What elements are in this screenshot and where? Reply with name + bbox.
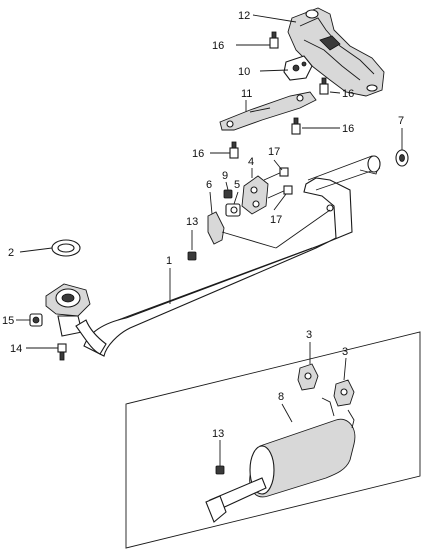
gasket: [51, 239, 81, 257]
hanger-plate: [219, 91, 317, 131]
exhaust-bracket: [283, 55, 313, 81]
callout-14: 14: [10, 343, 22, 355]
callout-labels: 12 16 10 16 11 16 7 16 17 4 9 5 6 17 13 …: [2, 10, 404, 440]
callout-13-lower: 13: [212, 428, 224, 440]
bolt-16-mid: [319, 77, 329, 95]
callout-3-left: 3: [306, 329, 312, 341]
bolt-16-left: [229, 141, 239, 159]
heat-shield: [287, 7, 385, 97]
callout-3-right: 3: [342, 346, 348, 358]
callout-2: 2: [8, 247, 14, 259]
rubber-mount: [241, 175, 269, 215]
callout-16-right: 16: [342, 123, 354, 135]
bolt-16-right: [291, 117, 301, 135]
callout-16-mid: 16: [342, 88, 354, 100]
callout-8: 8: [278, 391, 284, 403]
spacer: [225, 203, 241, 217]
callout-16-left: 16: [192, 148, 204, 160]
bolt-16-top: [269, 31, 279, 49]
nut-15: [29, 313, 43, 327]
exhaust-pipe: [83, 155, 381, 357]
stud-17-upper: [263, 167, 289, 181]
muffler: [205, 397, 356, 523]
callout-1: 1: [166, 255, 172, 267]
callout-9: 9: [222, 170, 228, 182]
hanger-6: [207, 211, 225, 245]
front-pipe-flange: [45, 283, 107, 355]
callout-17-lower: 17: [270, 214, 282, 226]
washer-7: [395, 149, 409, 167]
nut-13-upper: [187, 251, 197, 261]
muffler-box-outline: [125, 331, 421, 549]
callout-15: 15: [2, 315, 14, 327]
stud-17-lower: [267, 185, 293, 199]
callout-16-top: 16: [212, 40, 224, 52]
callout-5: 5: [234, 179, 240, 191]
callout-12: 12: [238, 10, 250, 22]
rubber-hanger-left: [297, 363, 319, 391]
leader-lines: [16, 14, 403, 466]
bolt-14: [57, 343, 67, 361]
callout-4: 4: [248, 156, 254, 168]
callout-11: 11: [241, 88, 252, 100]
callout-6: 6: [206, 179, 212, 191]
nut-13-lower: [215, 465, 225, 475]
callout-13-upper: 13: [186, 216, 198, 228]
nut-9: [223, 189, 233, 199]
callout-7: 7: [398, 115, 404, 127]
rubber-hanger-right: [333, 379, 355, 407]
callout-17-upper: 17: [268, 146, 280, 158]
callout-10: 10: [238, 66, 250, 78]
